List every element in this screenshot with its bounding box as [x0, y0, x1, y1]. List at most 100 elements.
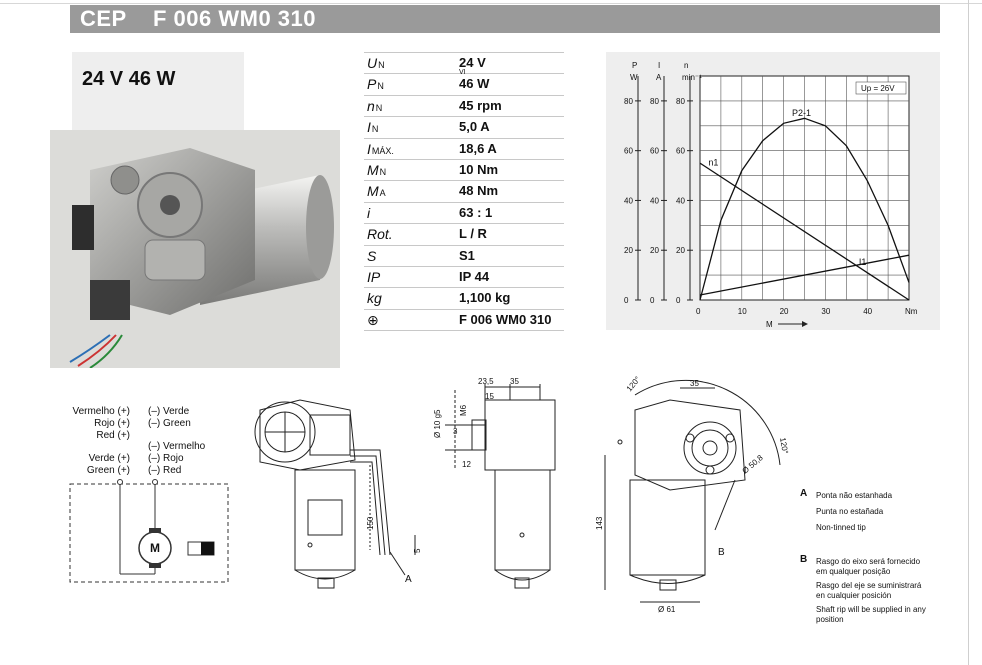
mark-a: A: [405, 574, 412, 585]
angle-120-b: 120°: [778, 437, 790, 455]
y-tick-label: 80: [624, 97, 633, 106]
x-tick-label: 20: [780, 307, 789, 316]
spec-symbol: P: [367, 76, 377, 93]
spec-symbol: M: [367, 183, 379, 200]
y-tick-label: 0: [624, 296, 629, 305]
spec-symbol: M: [367, 161, 379, 178]
spec-symbol-group: Rot.: [367, 226, 394, 242]
note-a-line: Non-tinned tip: [816, 523, 866, 532]
spec-symbol-group: IP: [367, 269, 381, 285]
series-label: P2-1: [792, 108, 811, 118]
spec-row: ⊕ F 006 WM0 310: [364, 308, 564, 332]
y-tick-label: 60: [676, 147, 685, 156]
spec-row: S S1: [364, 244, 564, 266]
y-tick-label: 40: [676, 196, 685, 205]
dim-5: 5: [413, 548, 422, 553]
y-axis-unit: min⁻¹: [682, 73, 702, 82]
spec-subscript: N: [379, 166, 387, 177]
spec-value: F 006 WM0 310: [459, 311, 552, 327]
y-tick-label: 20: [676, 246, 685, 255]
wiring-schematic: [69, 479, 229, 583]
x-axis-arrowhead: [802, 321, 808, 327]
x-tick-label: 0: [696, 307, 701, 316]
wiring-diagram: Vermelho (+) Rojo (+) Red (+) Verde (+) …: [60, 402, 240, 592]
wire-label: Red (+): [96, 430, 130, 441]
rating-label: 24 V 46 W: [82, 68, 176, 90]
series-line-n1: [699, 162, 910, 301]
series-label: n1: [708, 158, 718, 168]
y-tick-label: 60: [650, 147, 659, 156]
spec-subscript: N: [375, 102, 383, 113]
annotation-box: [855, 81, 907, 95]
part-number-title: F 006 WM0 310: [153, 6, 317, 31]
spec-value: L / R: [459, 226, 487, 242]
spec-row: kg 1,100 kg: [364, 287, 564, 308]
y-tick-label: 0: [650, 296, 655, 305]
annotation-text: Up = 26V: [861, 84, 895, 93]
note-b-line: Rasgo del eje se suministrará: [816, 581, 922, 590]
spec-symbol: S: [367, 247, 377, 264]
spec-symbol: IP: [367, 268, 381, 285]
y-tick-label: 40: [650, 196, 659, 205]
y-axis-letter: n: [684, 61, 688, 70]
series-name: CEP: [80, 6, 127, 31]
dim-23-5: 23,5: [478, 377, 494, 386]
wire-label: Vermelho (+): [72, 406, 130, 417]
note-b-line: em qualquer posição: [816, 567, 891, 576]
note-a-line: Punta no estañada: [816, 507, 884, 516]
y-tick-label: 80: [650, 97, 659, 106]
spec-value: 18,6 A: [459, 140, 497, 156]
spec-symbol-group: IMÁX.: [367, 141, 394, 157]
dim-143: 143: [595, 516, 604, 530]
note-a-line: Ponta não estanhada: [816, 491, 893, 500]
y-axis-letter: P: [632, 61, 637, 70]
spec-value: 63 : 1: [459, 204, 493, 220]
spec-subscript: MÁX.: [371, 145, 394, 156]
mark-b: B: [718, 547, 725, 558]
spec-row: IP IP 44: [364, 265, 564, 287]
wire-label: (–) Rojo: [148, 453, 184, 464]
dim-61: Ø 61: [658, 605, 676, 614]
x-tick-label: 30: [821, 307, 830, 316]
spec-row: Rot. L / R: [364, 223, 564, 244]
spec-value: 45 rpm: [459, 97, 502, 113]
y-tick-label: 0: [676, 296, 681, 305]
wire-label: (–) Red: [148, 465, 182, 476]
spec-subscript: N: [377, 81, 384, 92]
wire-label: Rojo (+): [94, 418, 130, 429]
side-view-drawing: [445, 384, 556, 589]
spec-note: VI: [459, 69, 466, 77]
note-key-b: B: [800, 554, 808, 565]
spec-symbol: I: [367, 140, 371, 157]
spec-symbol-group: ⊕: [367, 312, 380, 329]
x-tick-label: Nm: [905, 307, 918, 316]
dim-m6: M6: [459, 404, 468, 416]
spec-row: IMÁX. 18,6 A: [364, 137, 564, 159]
x-axis-label: M: [766, 320, 773, 329]
spec-symbol: kg: [367, 290, 382, 307]
spec-subscript: N: [371, 124, 379, 135]
spec-value: S1: [459, 247, 475, 263]
spec-value: 48 Nm: [459, 183, 499, 199]
dim-15: 15: [485, 392, 494, 401]
spec-value: IP 44: [459, 268, 490, 284]
x-tick-label: 40: [863, 307, 872, 316]
angle-120-a: 120°: [625, 375, 643, 393]
right-border: [968, 0, 969, 665]
note-key-a: A: [800, 488, 808, 499]
spec-symbol-group: UN: [367, 55, 385, 71]
spec-symbol: ⊕: [367, 311, 379, 328]
spec-symbol: n: [367, 97, 375, 114]
spec-symbol: Rot.: [367, 226, 393, 243]
dim-3: 3: [453, 427, 458, 436]
spec-value: 1,100 kg: [459, 290, 511, 306]
spec-symbol-group: PN: [367, 76, 384, 92]
y-axis-unit: W: [630, 73, 638, 82]
y-axis-unit: A: [656, 73, 662, 82]
